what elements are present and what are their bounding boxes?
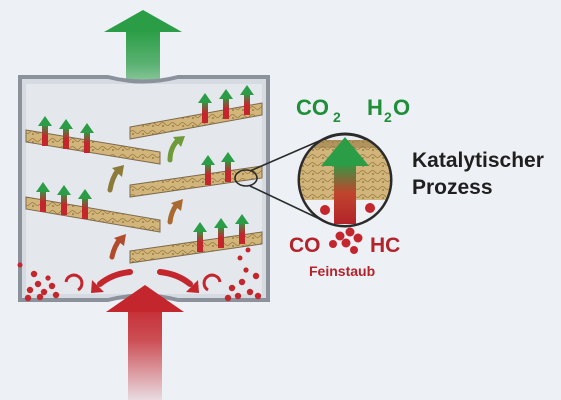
process-title-line2: Prozess [412,176,493,199]
magnifier-lines [234,137,327,223]
particle-cluster [329,227,363,254]
co2-text: CO [296,95,329,120]
h2o-o-text: O [393,95,410,120]
swirl-arrow-icon [64,273,222,292]
h2o-h-text: H [367,95,383,120]
inlet-flow [64,269,222,293]
magnifier-circle-icon [297,132,393,228]
co2-subscript: 2 [333,109,341,125]
hc-label: HC [370,234,400,257]
process-title-line1: Katalytischer [412,149,544,172]
particle-dots [17,247,262,302]
fine-dust-label: Feinstaub [309,263,375,279]
inlet-arrow-icon [106,285,184,400]
co-label: CO [289,234,321,257]
h2o-label: H 2 O [367,95,410,125]
h2o-subscript: 2 [384,109,392,125]
co2-label: CO 2 [296,95,341,125]
flow-arrows [107,136,185,260]
